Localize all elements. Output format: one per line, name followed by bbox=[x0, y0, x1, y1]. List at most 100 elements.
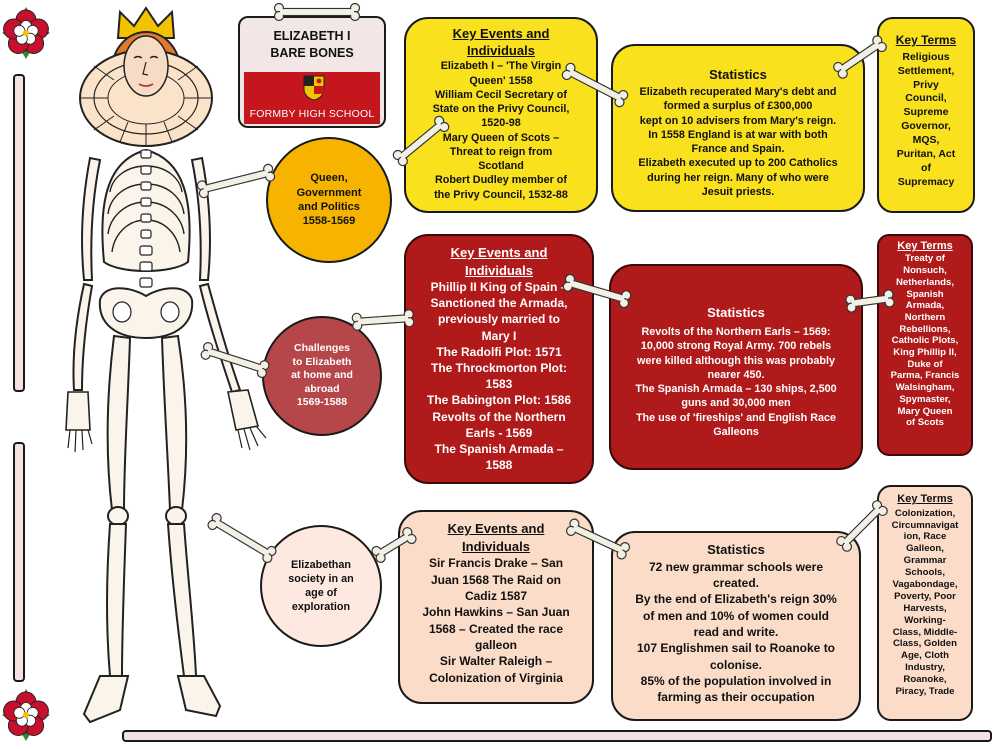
circle-line: at home and bbox=[291, 369, 353, 382]
section-1-stats-box: Statistics Elizabeth recuperated Mary's … bbox=[611, 44, 865, 212]
terms-line: Catholic Plots, bbox=[891, 335, 959, 347]
terms-line: Treaty of bbox=[905, 253, 945, 265]
stats-line: Elizabeth recuperated Mary's debt and bbox=[639, 86, 837, 99]
events-line: Mary Queen of Scots – bbox=[442, 131, 560, 144]
terms-line: Grammar bbox=[903, 555, 947, 567]
events-line: Scotland bbox=[478, 160, 524, 173]
events-line: Juan 1568 The Raid on bbox=[430, 572, 562, 587]
terms-line: Age, Cloth bbox=[901, 650, 949, 662]
title-line-2: BARE BONES bbox=[270, 46, 354, 60]
terms-line: Duke of bbox=[907, 358, 943, 370]
stats-line: colonise. bbox=[709, 657, 762, 672]
stats-line: farming as their occupation bbox=[657, 690, 815, 705]
events-line: Earls - 1569 bbox=[465, 425, 533, 440]
terms-line: MQS, bbox=[912, 133, 940, 146]
terms-line: Governor, bbox=[901, 120, 951, 133]
terms-line: Netherlands, bbox=[895, 276, 955, 288]
circle-line: 1558-1569 bbox=[302, 215, 356, 228]
events-line: William Cecil Secretary of bbox=[435, 88, 567, 101]
terms-line: Supreme bbox=[903, 106, 949, 119]
terms-line: of Scots bbox=[906, 417, 944, 429]
events-line: Queen' 1558 bbox=[469, 74, 533, 87]
stats-line: created. bbox=[712, 575, 760, 590]
terms-line: Parma, Francis bbox=[890, 370, 960, 382]
circle-line: Challenges bbox=[293, 341, 351, 354]
section-1-events-box: Key Events and Individuals Elizabeth I –… bbox=[404, 17, 598, 213]
terms-line: Armada, bbox=[905, 300, 945, 312]
stats-line: 72 new grammar schools were bbox=[648, 559, 824, 574]
terms-line: Privy bbox=[913, 78, 939, 91]
terms-line: Religious bbox=[902, 50, 950, 63]
stats-line: 107 Englishmen sail to Roanoke to bbox=[636, 641, 836, 656]
events-line: Cadiz 1587 bbox=[464, 588, 528, 603]
school-name: FORMBY HIGH SCHOOL bbox=[249, 108, 375, 120]
stats-line: of men and 10% of women could bbox=[642, 608, 830, 623]
stats-line: Revolts of the Northern Earls – 1569: bbox=[641, 326, 831, 339]
terms-line: Harvests, bbox=[903, 602, 947, 614]
title-plaque: ELIZABETH I BARE BONES FORMBY HIGH SCHOO… bbox=[238, 16, 386, 128]
events-heading: Individuals bbox=[465, 262, 533, 278]
circle-line: and Politics bbox=[298, 201, 360, 213]
events-line: galleon bbox=[474, 637, 517, 652]
stats-line: Galleons bbox=[713, 425, 759, 438]
events-line: 1568 – Created the race bbox=[428, 621, 564, 636]
events-line: The Babington Plot: 1586 bbox=[426, 393, 571, 408]
circle-line: Queen, bbox=[310, 172, 348, 185]
events-line: Phillip II King of Spain – bbox=[430, 280, 568, 295]
stats-line: formed a surplus of £300,000 bbox=[663, 100, 813, 113]
circle-line: age of bbox=[305, 587, 337, 599]
terms-line: Class, Golden bbox=[893, 638, 957, 650]
events-line: Mary I bbox=[481, 328, 517, 343]
left-bar-top bbox=[13, 74, 25, 392]
events-heading: Individuals bbox=[462, 538, 530, 554]
stats-line: read and write. bbox=[693, 624, 779, 639]
events-line: Sir Walter Raleigh – bbox=[439, 654, 553, 669]
terms-line: Nonsuch, bbox=[903, 265, 947, 277]
terms-line: Puritan, Act bbox=[896, 147, 956, 160]
stats-line: The Spanish Armada – 130 ships, 2,500 bbox=[635, 383, 837, 396]
circle-line: 1569-1588 bbox=[296, 396, 348, 409]
stats-line: The use of 'fireships' and English Race bbox=[635, 411, 837, 424]
events-line: Revolts of the Northern bbox=[432, 409, 566, 424]
terms-line: Colonization, bbox=[894, 507, 956, 519]
title-line-1: ELIZABETH I bbox=[273, 29, 351, 43]
terms-line: Roanoke, bbox=[903, 674, 947, 686]
stats-line: during her reign. Many of who were bbox=[647, 171, 829, 184]
terms-heading: Key Terms bbox=[895, 33, 957, 47]
terms-line: ion, Race bbox=[903, 531, 947, 543]
queen-skeleton-illustration bbox=[65, 6, 267, 724]
events-line: 1583 bbox=[485, 377, 513, 392]
terms-line: Circumnavigat bbox=[891, 519, 959, 531]
events-line: Elizabeth I – 'The Virgin bbox=[440, 60, 562, 73]
terms-line: Working- bbox=[904, 614, 946, 626]
stats-line: nearer 450. bbox=[707, 368, 765, 381]
terms-line: Settlement, bbox=[897, 64, 955, 77]
terms-line: Vagabondage, bbox=[892, 578, 958, 590]
terms-line: Mary Queen bbox=[897, 405, 953, 417]
events-line: 1520-98 bbox=[481, 117, 521, 130]
section-3-circle: Elizabethan society in an age of explora… bbox=[260, 525, 382, 647]
events-line: Sanctioned the Armada, bbox=[430, 296, 568, 311]
school-crest-icon bbox=[303, 75, 325, 101]
circle-line: Government bbox=[296, 186, 362, 199]
events-heading: Key Events and bbox=[452, 26, 550, 41]
events-line: 1588 bbox=[485, 458, 513, 473]
stats-line: By the end of Elizabeth's reign 30% bbox=[635, 592, 837, 607]
stats-line: 85% of the population involved in bbox=[640, 673, 832, 688]
circle-line: Elizabethan bbox=[291, 558, 351, 571]
stats-line: In 1558 England is at war with both bbox=[648, 128, 828, 141]
section-2-circle: Challenges to Elizabeth at home and abro… bbox=[262, 316, 382, 436]
stats-heading: Statistics bbox=[707, 542, 765, 557]
terms-line: Council, bbox=[905, 92, 947, 105]
terms-line: Spymaster, bbox=[899, 393, 951, 405]
terms-line: Rebellions, bbox=[899, 323, 951, 335]
left-bar-bottom bbox=[13, 442, 25, 682]
section-1-terms-box: Key Terms Religious Settlement, Privy Co… bbox=[877, 17, 975, 213]
bottom-bar bbox=[122, 730, 992, 742]
events-line: Robert Dudley member of bbox=[435, 174, 567, 187]
events-line: the Privy Council, 1532-88 bbox=[434, 188, 568, 201]
stats-line: Elizabeth executed up to 200 Catholics bbox=[638, 157, 838, 170]
stats-line: kept on 10 advisers from Mary's reign. bbox=[639, 114, 837, 127]
events-line: John Hawkins – San Juan bbox=[422, 605, 570, 620]
events-line: Threat to reign from bbox=[449, 145, 553, 158]
